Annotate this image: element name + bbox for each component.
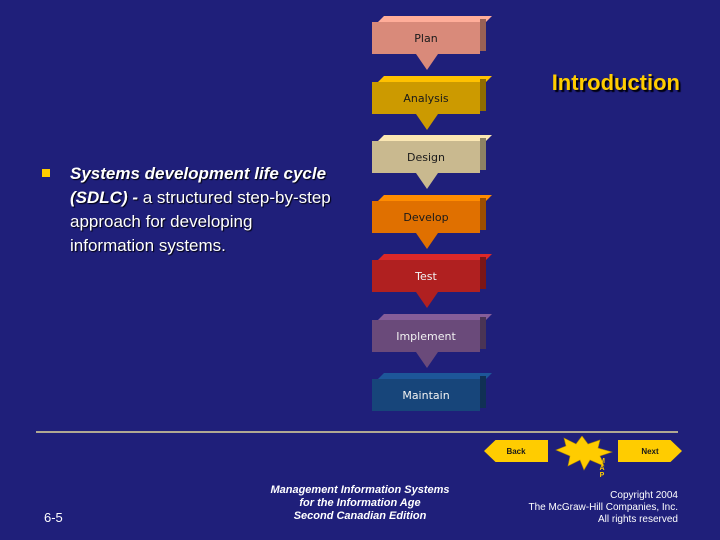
phase-test: Test	[372, 260, 480, 292]
page-number: 6-5	[44, 510, 63, 525]
phase-analysis-arrow-icon	[416, 114, 438, 130]
phase-maintain-side-face	[480, 376, 486, 408]
copyright-notice: Copyright 2004 The McGraw-Hill Companies…	[490, 490, 678, 526]
book-title: Management Information Systems for the I…	[240, 484, 480, 523]
phase-plan: Plan	[372, 22, 480, 54]
phase-develop-side-face	[480, 198, 486, 230]
phase-design-side-face	[480, 138, 486, 170]
back-button[interactable]: Back	[484, 440, 548, 462]
sdlc-term: Systems development life cycle (SDLC) -	[70, 164, 327, 207]
phase-implement: Implement	[372, 320, 480, 352]
phase-implement-side-face	[480, 317, 486, 349]
phase-analysis-side-face	[480, 79, 486, 111]
phase-design: Design	[372, 141, 480, 173]
phase-develop: Develop	[372, 201, 480, 233]
phase-test-side-face	[480, 257, 486, 289]
bullet-item: Systems development life cycle (SDLC) - …	[42, 162, 332, 258]
phase-analysis: Analysis	[372, 82, 480, 114]
phase-develop-arrow-icon	[416, 233, 438, 249]
phase-plan-arrow-icon	[416, 54, 438, 70]
phase-implement-arrow-icon	[416, 352, 438, 368]
footer-divider	[36, 431, 678, 433]
book-title-line-1: Management Information Systems	[270, 484, 450, 496]
bullet-marker-icon	[42, 169, 50, 177]
next-button[interactable]: Next	[618, 440, 682, 462]
phase-maintain: Maintain	[372, 379, 480, 411]
map-burst-icon[interactable]	[554, 436, 614, 476]
book-title-line-2: for the Information Age	[299, 497, 421, 509]
phase-design-arrow-icon	[416, 173, 438, 189]
book-title-line-3: Second Canadian Edition	[293, 510, 427, 522]
slide-title: Introduction	[551, 70, 680, 95]
copyright-line-3: All rights reserved	[597, 514, 678, 525]
copyright-line-2: The McGraw-Hill Companies, Inc.	[528, 502, 678, 513]
phase-plan-side-face	[480, 19, 486, 51]
sdlc-definition: a structured step-by-step approach for d…	[70, 188, 331, 255]
bullet-text: Systems development life cycle (SDLC) - …	[70, 162, 332, 258]
copyright-line-1: Copyright 2004	[610, 490, 678, 501]
phase-test-arrow-icon	[416, 292, 438, 308]
